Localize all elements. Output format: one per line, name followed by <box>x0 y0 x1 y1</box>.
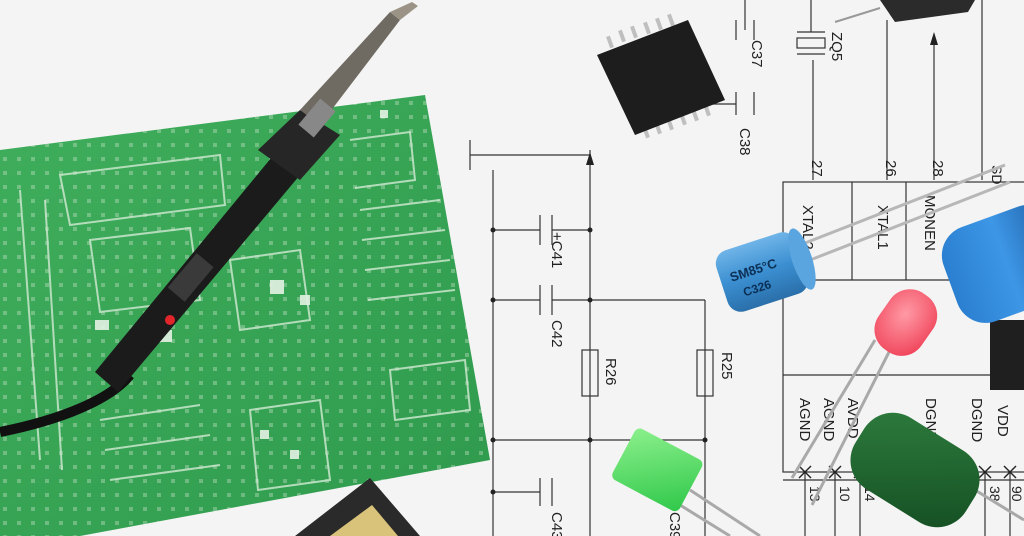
label-c38: C38 <box>736 128 753 156</box>
large-blue-capacitor <box>941 204 1024 390</box>
ic-pin-agnd-1: AGND <box>796 398 813 442</box>
pin-number-38: 38 <box>987 486 1003 502</box>
ic-pin-monen: MONEN <box>921 195 938 251</box>
pin-number-10: 10 <box>837 486 853 502</box>
pin-number-26: 26 <box>882 160 899 177</box>
pin-number-27: 27 <box>808 160 825 177</box>
pin-number-90: 90 <box>1009 486 1024 502</box>
green-led <box>612 428 761 536</box>
ic-pin-vdd: VDD <box>994 405 1011 437</box>
schematic-labels: C37 C38 +C41 C42 C43 C39 ZQ5 R26 R25 27 … <box>548 32 1024 536</box>
transformer-core <box>295 478 420 536</box>
schematic-junctions <box>490 32 938 495</box>
soldering-iron <box>0 2 418 437</box>
label-r26: R26 <box>602 358 619 386</box>
label-c42: C42 <box>548 320 565 348</box>
green-film-capacitor <box>850 412 1024 528</box>
pin-number-28: 28 <box>929 160 946 177</box>
transistor-body <box>880 0 975 22</box>
ic-pin-xtal1: XTAL1 <box>874 205 891 250</box>
label-c43: C43 <box>548 512 565 536</box>
ic-pin-dgnd-2: DGND <box>968 398 985 442</box>
label-zq5: ZQ5 <box>828 32 845 61</box>
green-pcb <box>0 95 490 536</box>
blue-capacitor: SM85°C C326 <box>715 163 1011 312</box>
label-c39: C39 <box>666 512 683 536</box>
black-ic-chip <box>597 13 725 139</box>
label-c37: C37 <box>748 40 765 68</box>
red-led <box>790 289 938 506</box>
label-c41: +C41 <box>548 232 565 268</box>
ic-pin-avdd: AVDD <box>844 398 861 439</box>
power-led-icon <box>165 315 175 325</box>
label-r25: R25 <box>718 352 735 380</box>
